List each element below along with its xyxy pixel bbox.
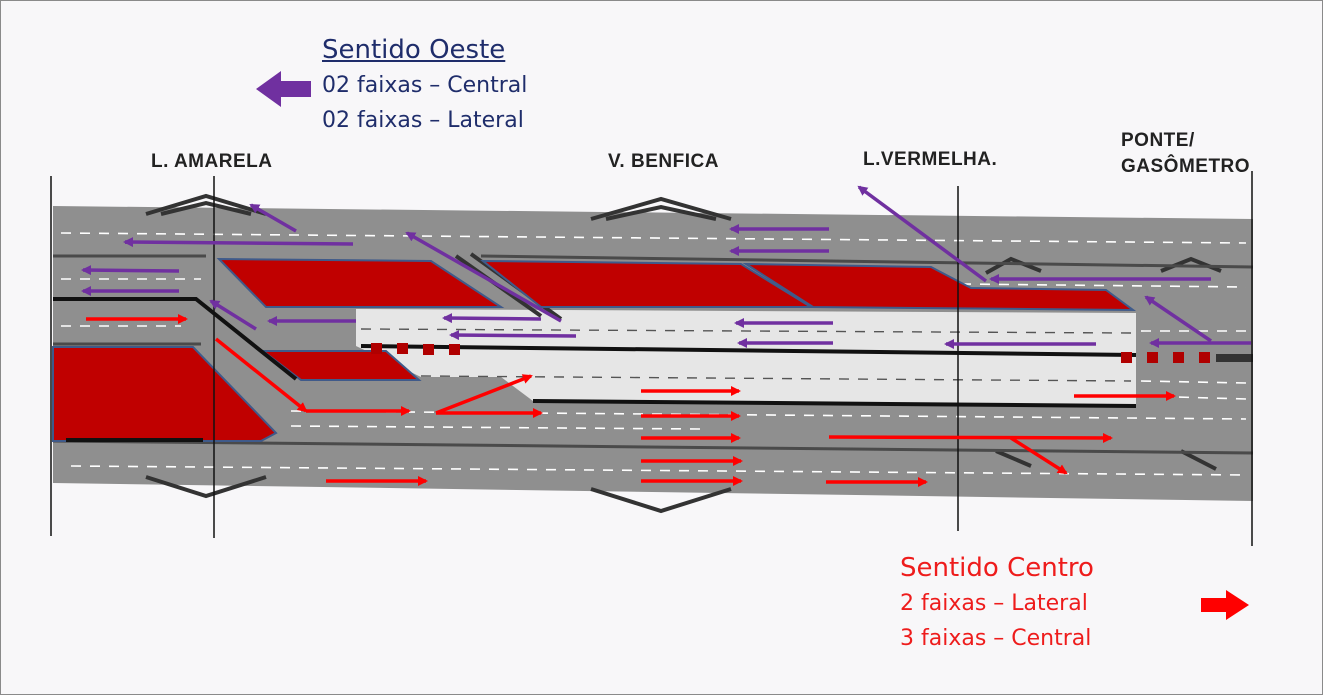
legend-westbound: Sentido Oeste 02 faixas – Central 02 fai…	[322, 32, 527, 138]
centerbound-arrows	[86, 314, 1176, 487]
legend-centerbound: Sentido Centro 2 faixas – Lateral 3 faix…	[900, 550, 1094, 656]
arrow-left-icon	[256, 71, 311, 107]
central-lanes	[356, 309, 1136, 406]
westbound-arrows	[81, 185, 1251, 349]
barrier-dots	[371, 343, 1210, 363]
place-label-benfica: V. BENFICA	[608, 151, 719, 172]
legend-westbound-line2: 02 faixas – Lateral	[322, 108, 524, 133]
legend-westbound-line1: 02 faixas – Central	[322, 73, 528, 98]
location-lines	[50, 171, 1253, 546]
legend-centerbound-title: Sentido Centro	[900, 553, 1094, 583]
barriers	[53, 297, 1137, 442]
place-label-amarela: L. AMARELA	[151, 151, 273, 172]
place-label-vermelha: L.VERMELHA.	[863, 149, 998, 170]
arrow-right-icon	[1201, 590, 1249, 620]
legend-westbound-title: Sentido Oeste	[322, 35, 506, 65]
legend-centerbound-line1: 2 faixas – Lateral	[900, 591, 1088, 616]
central-lane-markings	[360, 328, 1132, 382]
legend-centerbound-line2: 3 faixas – Central	[900, 626, 1092, 651]
place-label-ponte: PONTE/ GASÔMETRO	[1121, 128, 1250, 180]
place-label-ponte-line1: PONTE/	[1121, 130, 1195, 151]
median-islands	[52, 257, 1137, 442]
lane-separators	[52, 254, 1254, 455]
place-label-ponte-line2: GASÔMETRO	[1121, 156, 1251, 177]
